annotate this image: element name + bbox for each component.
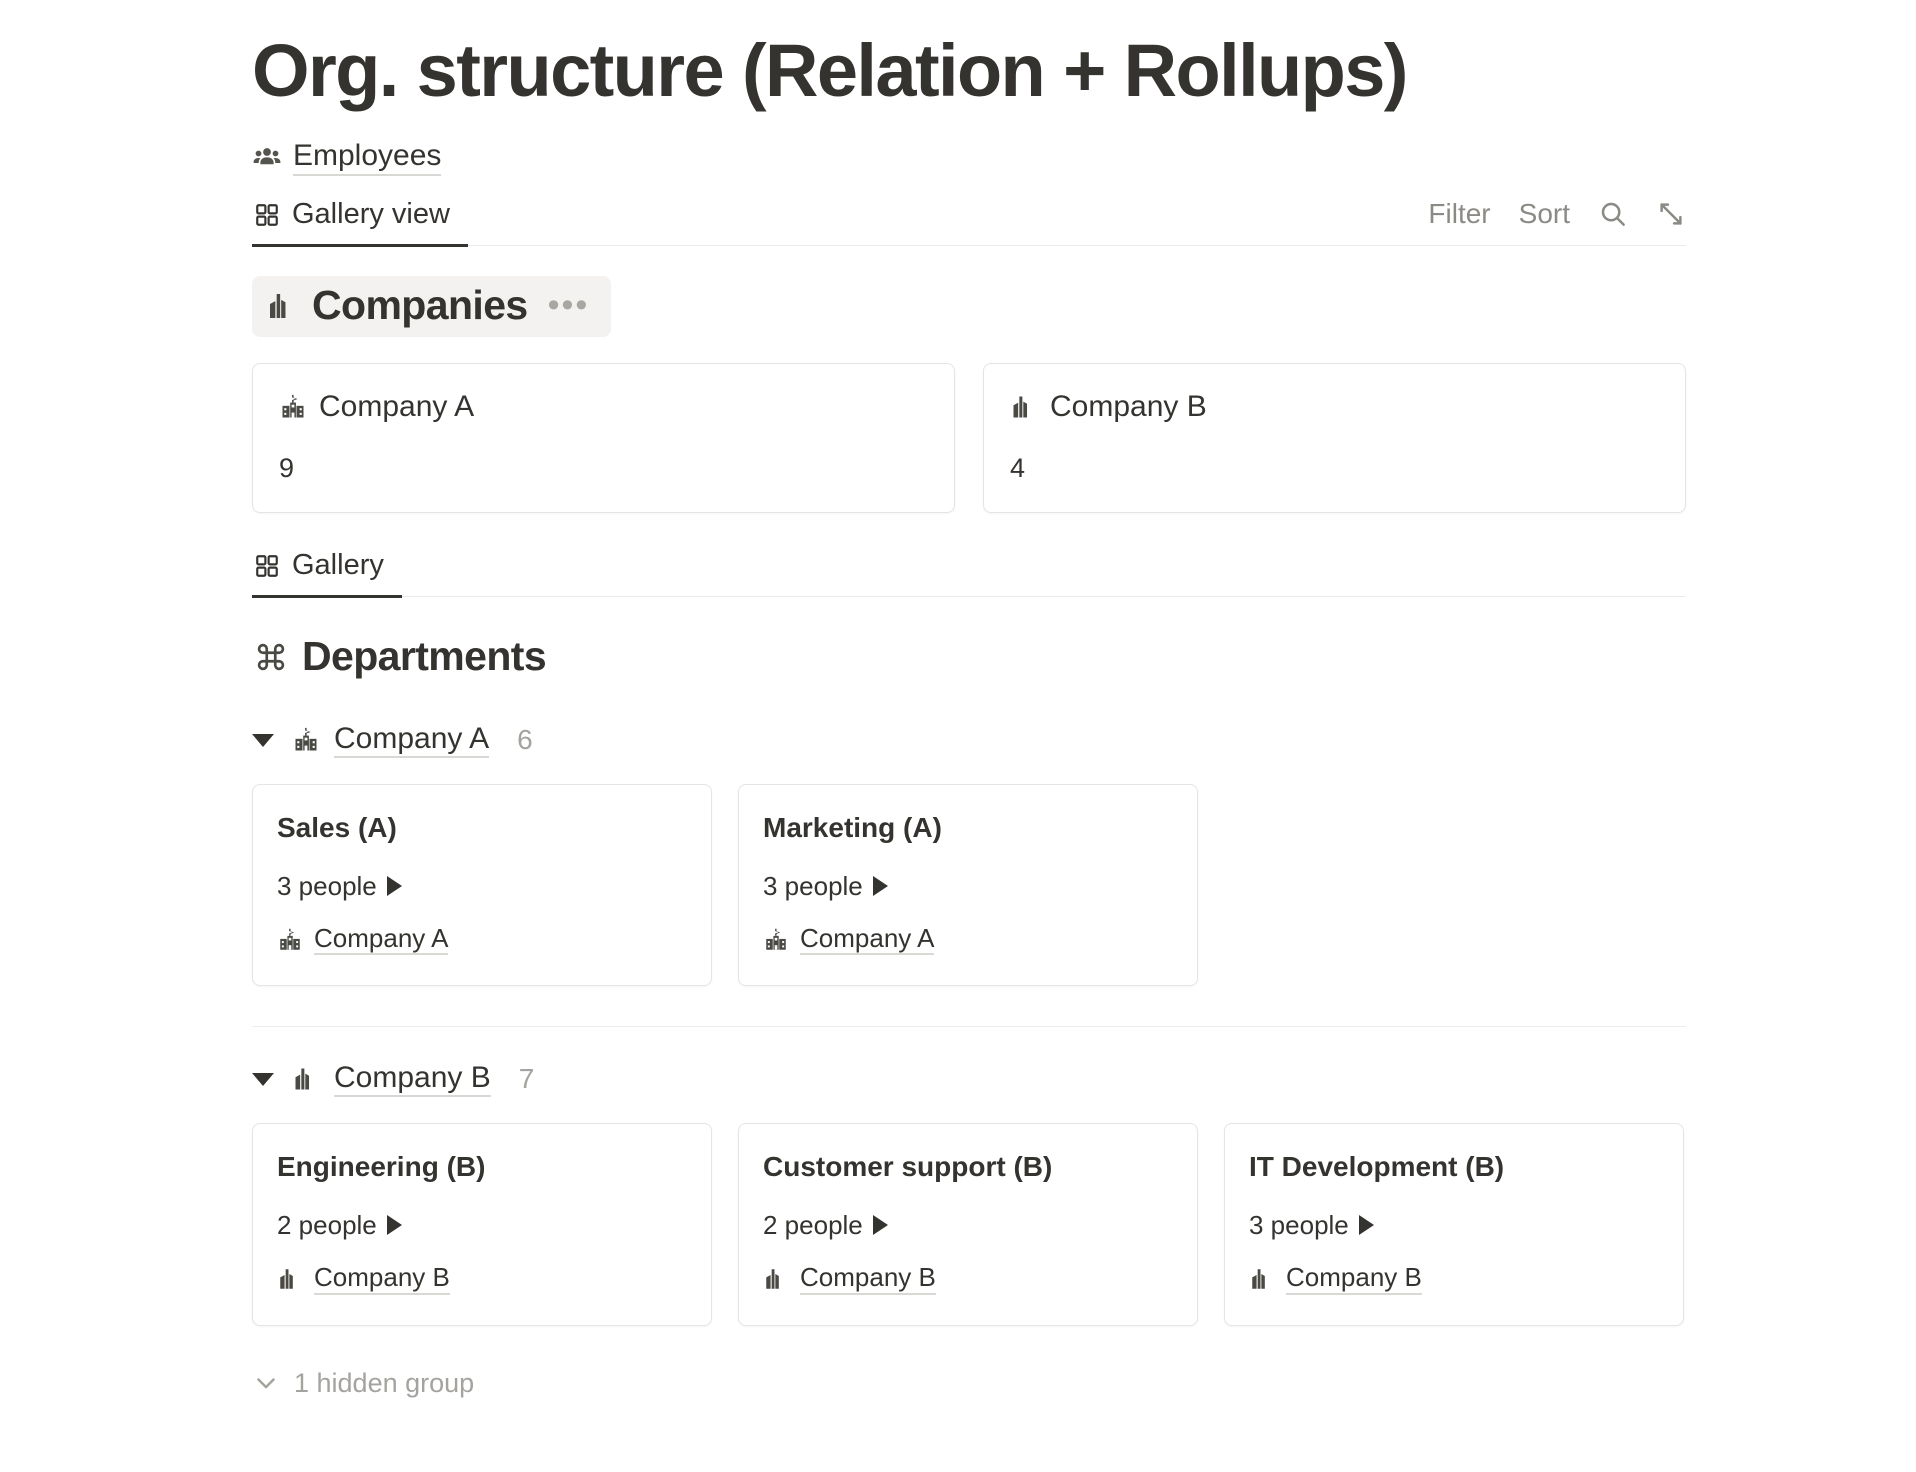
chevron-down-icon (252, 1369, 280, 1397)
department-card-people-label: 3 people (277, 870, 377, 901)
factory-building-icon (292, 1065, 320, 1093)
department-card-relation[interactable]: Company B (277, 1263, 687, 1295)
view-toolbar-actions: Filter Sort (1428, 199, 1686, 245)
people-group-icon (252, 143, 282, 173)
factory-building-icon (1010, 393, 1038, 421)
inner-view-toolbar: Gallery (252, 549, 1686, 598)
section-header-companies[interactable]: Companies ••• (252, 276, 612, 338)
command-loop-icon (254, 640, 288, 674)
gallery-grid-icon (254, 553, 280, 579)
department-card[interactable]: Marketing (A) 3 people (738, 784, 1198, 987)
department-card-title: Marketing (A) (763, 812, 942, 844)
tab-gallery[interactable]: Gallery (252, 549, 402, 598)
campus-building-icon (763, 927, 789, 953)
hidden-group-label: 1 hidden group (294, 1367, 475, 1398)
campus-building-icon (277, 927, 303, 953)
section-header-departments[interactable]: Departments (252, 627, 568, 688)
department-card[interactable]: Engineering (B) 2 people (252, 1123, 712, 1326)
company-card-header: Company B (1010, 390, 1659, 423)
page-content: Org. structure (Relation + Rollups) Empl… (252, 0, 1686, 1399)
department-card-relation-label: Company B (1286, 1263, 1422, 1295)
group-count: 6 (517, 724, 533, 756)
play-triangle-icon[interactable] (872, 1215, 888, 1236)
factory-building-icon (1249, 1266, 1275, 1292)
company-card-header: Company A (279, 390, 928, 423)
department-card-relation-label: Company B (800, 1263, 936, 1295)
department-card-relation[interactable]: Company A (763, 924, 1173, 956)
company-card-value: 9 (279, 453, 295, 484)
group-header[interactable]: Company A 6 (252, 722, 1686, 759)
department-card-relation-label: Company A (800, 924, 935, 956)
database-link-employees[interactable]: Employees (252, 139, 442, 177)
collapse-triangle-icon[interactable] (252, 733, 274, 747)
company-card-title: Company A (319, 390, 475, 424)
play-triangle-icon[interactable] (386, 1215, 402, 1236)
group-name[interactable]: Company A (334, 722, 490, 759)
department-card-people-label: 3 people (1249, 1209, 1349, 1240)
filter-button[interactable]: Filter (1428, 198, 1491, 230)
department-card-title: Engineering (B) (277, 1151, 486, 1183)
department-card[interactable]: Customer support (B) 2 people (738, 1123, 1198, 1326)
department-card-title: Sales (A) (277, 812, 397, 844)
department-card-relation-label: Company B (314, 1263, 450, 1295)
section-menu-button[interactable]: ••• (547, 286, 590, 325)
companies-card-grid: Company A 9 Company B 4 (252, 363, 1686, 514)
company-card[interactable]: Company A 9 (252, 363, 955, 514)
sort-button[interactable]: Sort (1518, 198, 1570, 230)
collapse-triangle-icon[interactable] (252, 1072, 274, 1086)
company-card-title: Company B (1050, 390, 1207, 424)
department-card-relation-label: Company A (314, 924, 449, 956)
group-header[interactable]: Company B 7 (252, 1061, 1686, 1098)
group-count: 7 (518, 1063, 535, 1095)
department-card-title: IT Development (B) (1249, 1151, 1505, 1183)
department-card-people-label: 2 people (763, 1209, 863, 1240)
section-title-companies: Companies (312, 282, 528, 329)
department-card-relation[interactable]: Company B (1249, 1263, 1659, 1295)
company-card[interactable]: Company B 4 (983, 363, 1686, 514)
department-group: Company A 6 Sales (A) 3 people (252, 722, 1686, 987)
campus-building-icon (279, 393, 307, 421)
group-name[interactable]: Company B (334, 1061, 491, 1098)
tab-gallery-view[interactable]: Gallery view (252, 198, 468, 247)
department-card-people[interactable]: 3 people (277, 871, 687, 902)
play-triangle-icon[interactable] (1358, 1215, 1374, 1236)
page-title: Org. structure (Relation + Rollups) (252, 29, 1408, 112)
play-triangle-icon[interactable] (386, 876, 402, 897)
group-divider (252, 1026, 1686, 1028)
section-title-departments: Departments (302, 633, 547, 680)
department-card[interactable]: Sales (A) 3 people (252, 784, 712, 987)
department-card-relation[interactable]: Company A (277, 924, 687, 956)
department-group: Company B 7 Engineering (B) 2 people (252, 1061, 1686, 1326)
department-card-relation[interactable]: Company B (763, 1263, 1173, 1295)
gallery-grid-icon (254, 202, 280, 228)
search-icon[interactable] (1598, 199, 1628, 229)
department-card-people[interactable]: 3 people (1249, 1210, 1659, 1241)
department-card-people[interactable]: 2 people (763, 1210, 1173, 1241)
department-card-people[interactable]: 3 people (763, 871, 1173, 902)
expand-icon[interactable] (1656, 199, 1686, 229)
department-card-people-label: 2 people (277, 1209, 377, 1240)
factory-building-icon (277, 1266, 303, 1292)
department-card-people[interactable]: 2 people (277, 1210, 687, 1241)
department-card-grid: Engineering (B) 2 people (252, 1123, 1686, 1326)
factory-building-icon (763, 1266, 789, 1292)
department-card-title: Customer support (B) (763, 1151, 1053, 1183)
hidden-group-toggle[interactable]: 1 hidden group (252, 1368, 1686, 1399)
department-card-people-label: 3 people (763, 870, 863, 901)
tab-gallery-label: Gallery (292, 549, 384, 582)
view-tabs: Gallery view (252, 198, 468, 247)
view-toolbar: Gallery view Filter Sort (252, 198, 1686, 247)
database-link-label: Employees (293, 139, 442, 177)
department-card[interactable]: IT Development (B) 3 people (1224, 1123, 1684, 1326)
tab-gallery-view-label: Gallery view (292, 198, 450, 231)
department-card-grid: Sales (A) 3 people (252, 784, 1686, 987)
factory-building-icon (266, 290, 298, 322)
campus-building-icon (292, 726, 320, 754)
company-card-value: 4 (1010, 453, 1026, 484)
play-triangle-icon[interactable] (872, 876, 888, 897)
